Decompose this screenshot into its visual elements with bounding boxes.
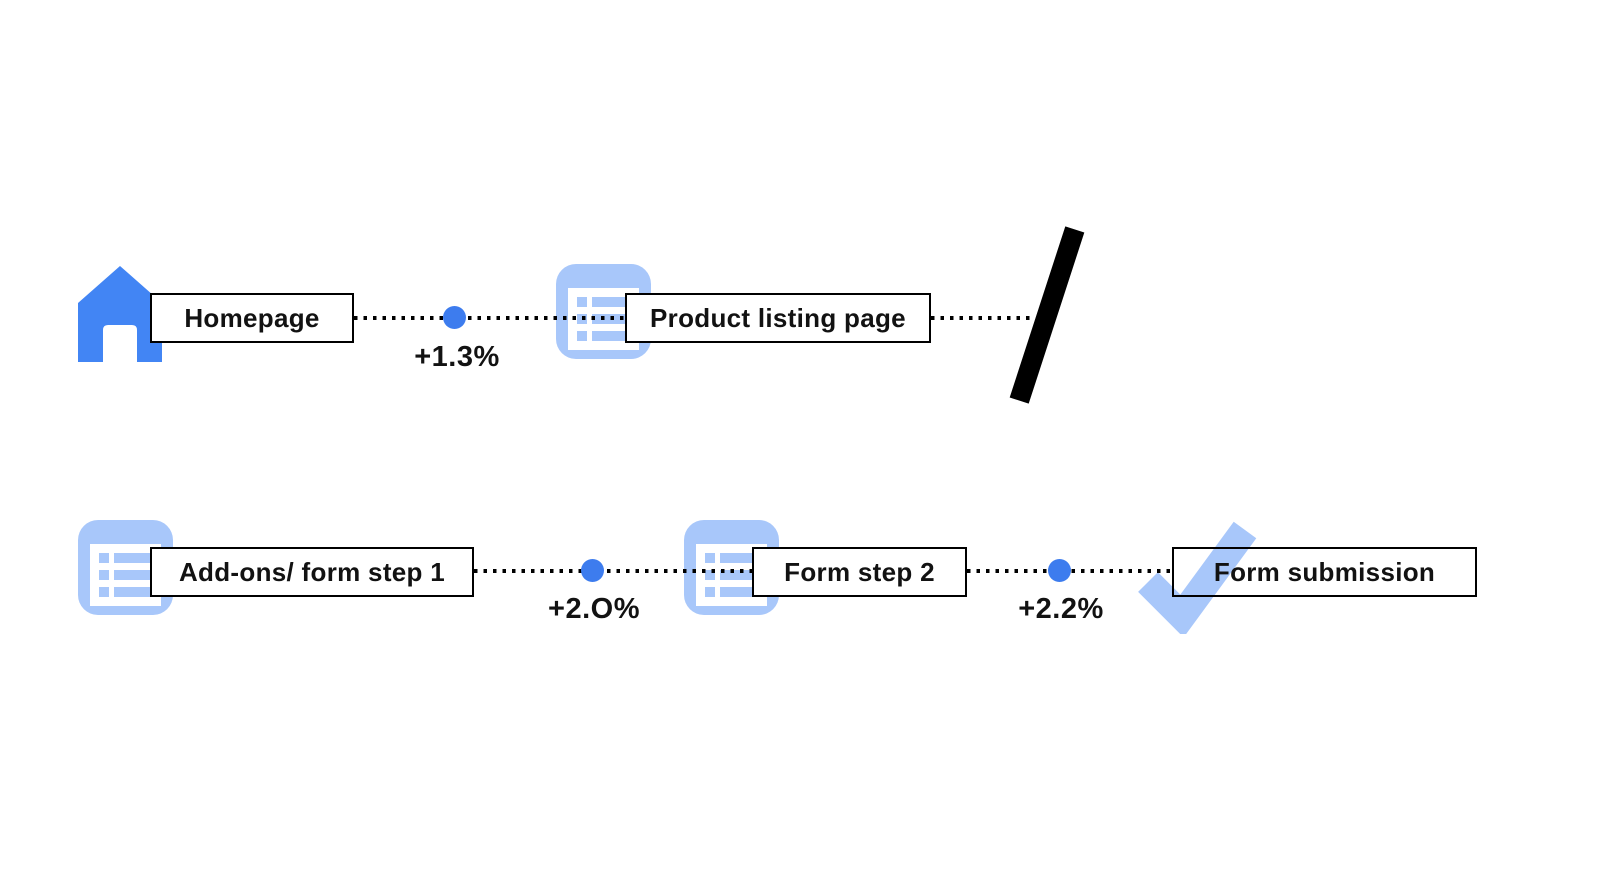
step-label: Add-ons/ form step 1	[178, 556, 445, 587]
funnel-step-form-submission: Form submission	[1172, 547, 1477, 597]
dotted-connector	[931, 316, 1035, 320]
dotted-connector	[354, 316, 625, 320]
funnel-step-product-listing-page: Product listing page	[625, 293, 931, 343]
step-label: Product listing page	[650, 302, 906, 333]
delta-label: +1.3%	[414, 341, 500, 373]
connector-dot	[1048, 559, 1071, 582]
funnel-step-homepage: Homepage	[150, 293, 354, 343]
connector-dot	[443, 306, 466, 329]
connector-dot	[581, 559, 604, 582]
funnel-step-form-step-2: Form step 2	[752, 547, 967, 597]
check-icon	[1138, 521, 1257, 634]
step-label: Form submission	[1213, 556, 1436, 587]
step-label: Form step 2	[784, 556, 935, 587]
list-icon-card	[90, 544, 161, 606]
delta-label: +2.O%	[548, 593, 640, 625]
delta-label: +2.2%	[1018, 593, 1104, 625]
flow-break-slash-icon	[1009, 226, 1085, 404]
funnel-step-addons-form-step-1: Add-ons/ form step 1	[150, 547, 474, 597]
step-label: Homepage	[184, 302, 320, 333]
dotted-connector	[474, 569, 752, 573]
home-icon	[78, 266, 162, 362]
